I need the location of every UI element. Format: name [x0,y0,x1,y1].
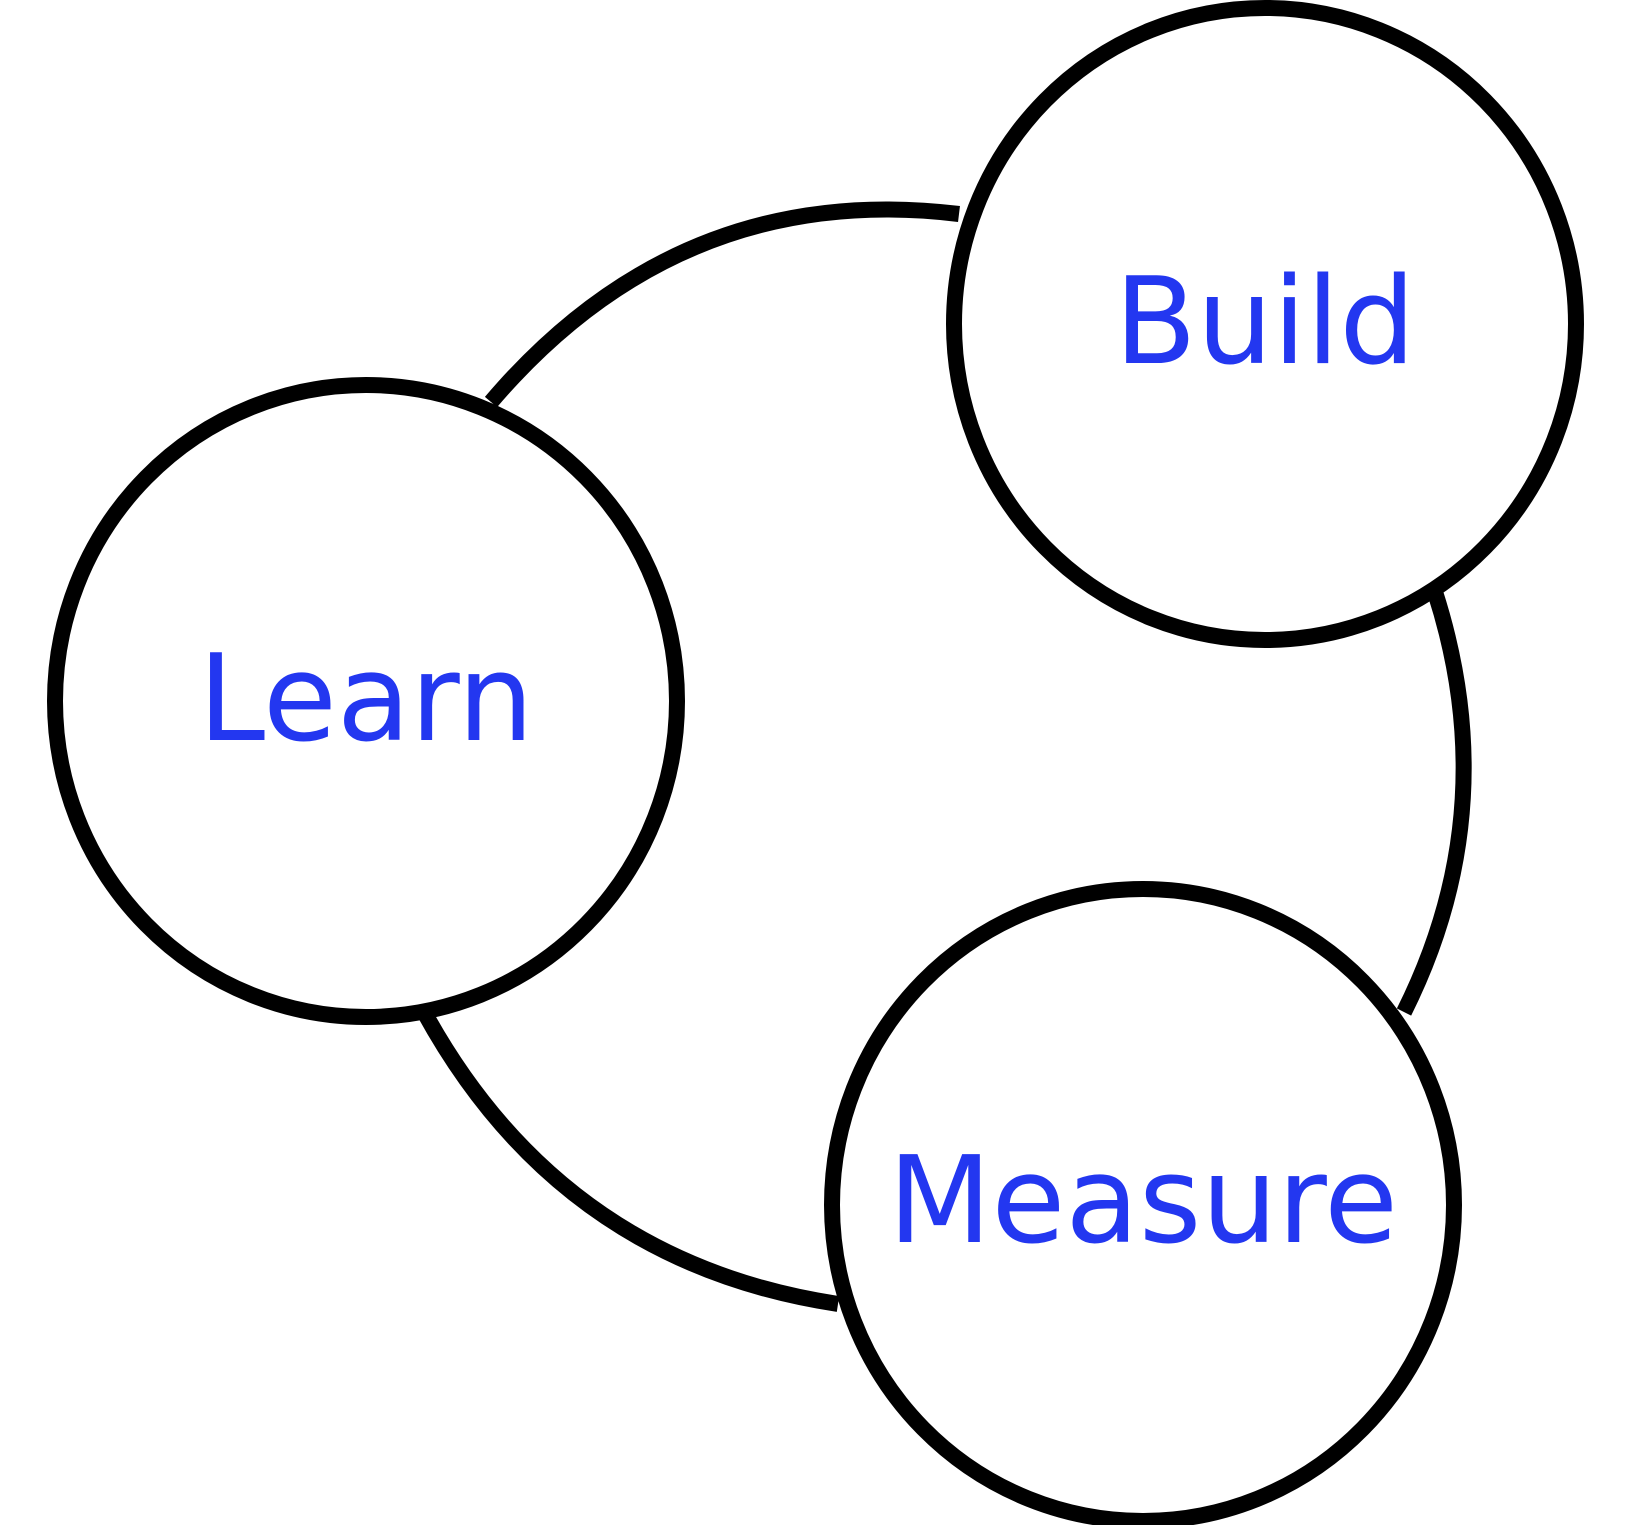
learn-node-label: Learn [198,630,533,769]
build-node: Build [946,0,1584,648]
arc-learn-to-build [484,201,960,408]
build-node-circle [946,0,1584,648]
learn-node-circle [47,377,685,1025]
measure-node: Measure [824,881,1462,1525]
measure-node-circle [824,881,1462,1525]
arc-measure-to-learn [415,1006,840,1312]
build-node-label: Build [1114,253,1415,392]
arc-build-to-measure [1396,589,1472,1016]
measure-node-label: Measure [888,1132,1398,1271]
learn-node: Learn [47,377,685,1025]
